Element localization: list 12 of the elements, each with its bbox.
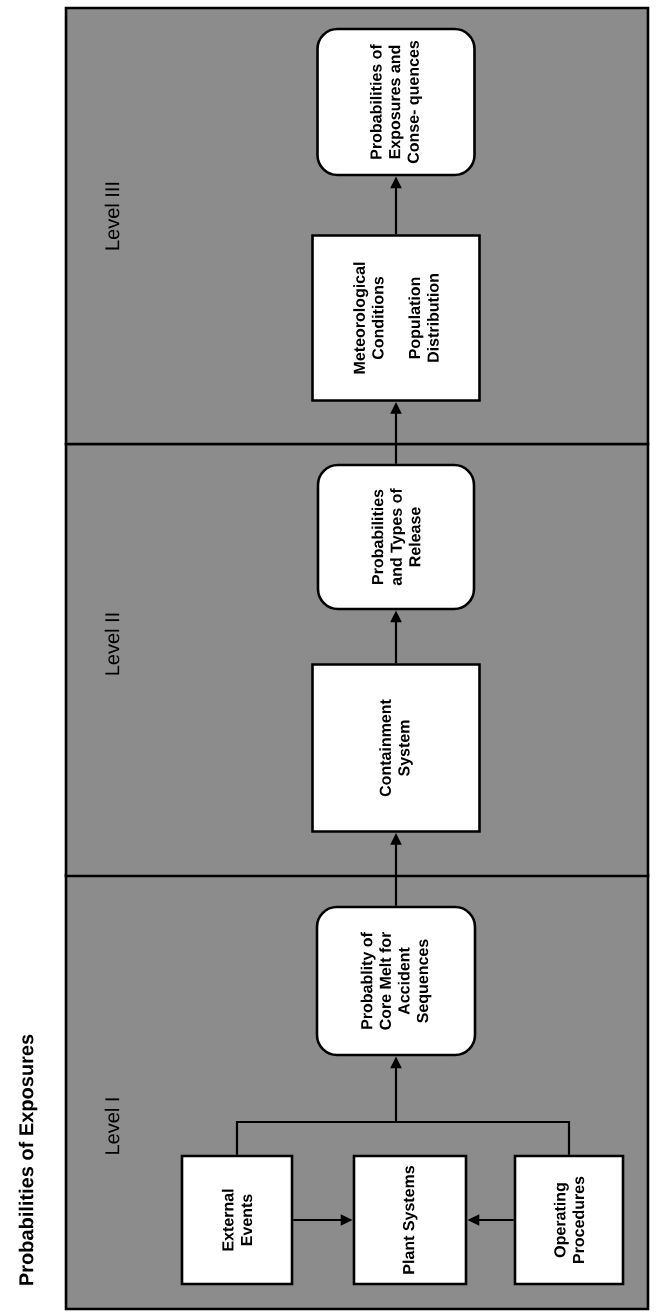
level-label: Level II [104,613,120,675]
process-box: Plant Systems [352,1154,468,1286]
result-box: Probablity of Core Melt for Accident Sequences [315,905,477,1057]
result-box: Probabilities of Exposures and Conse- quences [316,27,476,177]
process-box: Containment System [311,663,481,833]
process-box: Meteorological Conditions Population Distribution [311,234,481,402]
process-box: Operating Procedures [513,1154,625,1286]
result-box: Probabilities and Types of Release [316,463,476,611]
level-label: Level III [104,182,120,250]
title: Probabilities of Exposures [18,1034,38,1285]
level-label: Level I [104,1098,120,1154]
process-box: External Events [180,1154,294,1286]
